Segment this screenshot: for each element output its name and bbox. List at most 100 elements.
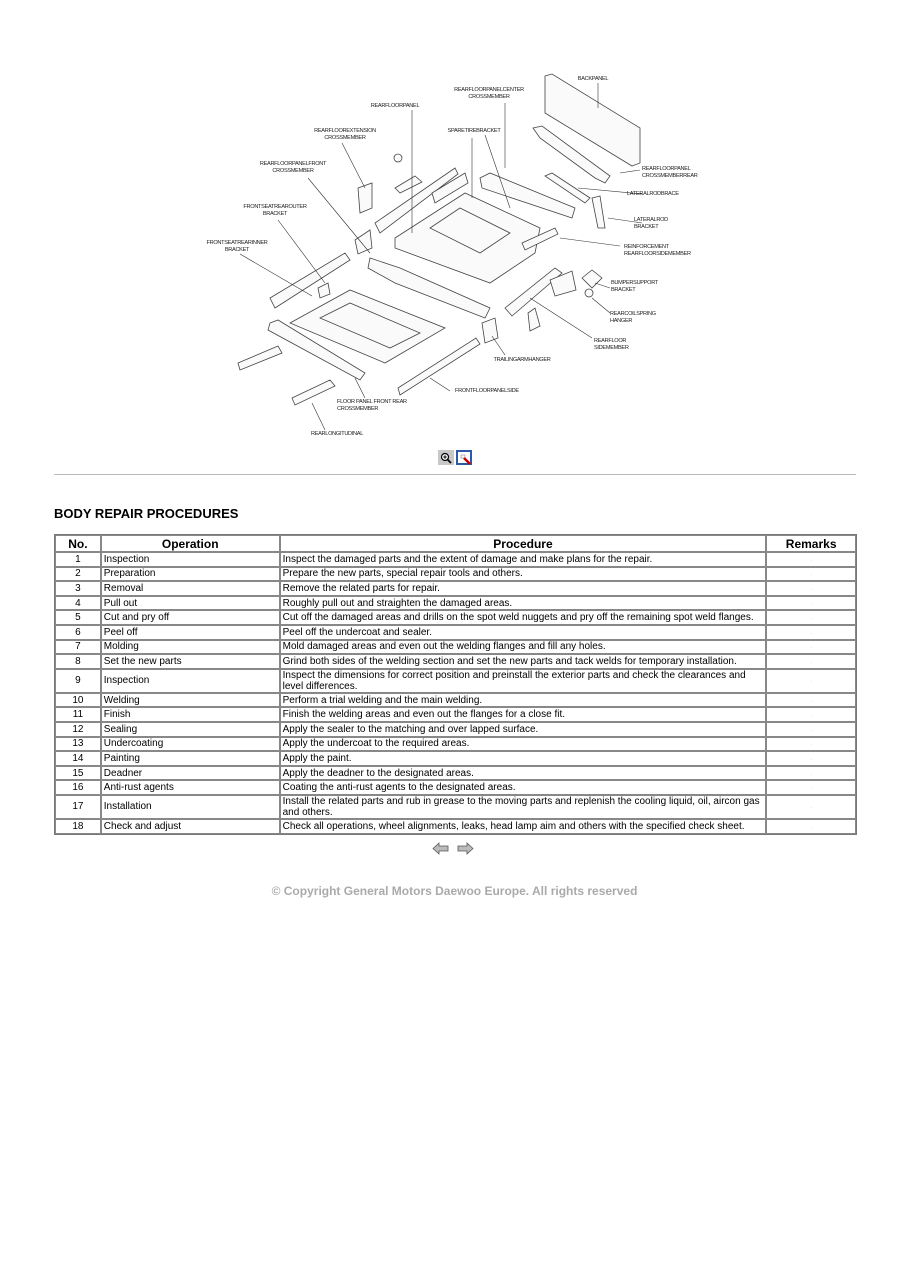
row-procedure: Apply the deadner to the designated area… bbox=[279, 765, 767, 781]
row-procedure: Mold damaged areas and even out the weld… bbox=[279, 639, 767, 655]
row-procedure: Finish the welding areas and even out th… bbox=[279, 707, 767, 722]
row-remarks: . bbox=[766, 566, 856, 582]
header-no: No. bbox=[55, 535, 101, 552]
row-procedure: Install the related parts and rub in gre… bbox=[279, 794, 767, 819]
row-operation: Preparation bbox=[100, 566, 280, 582]
row-operation: Cut and pry off bbox=[100, 610, 280, 625]
table-header-row: No. Operation Procedure Remarks bbox=[55, 535, 856, 552]
row-number: 18 bbox=[55, 818, 101, 834]
row-number: 2 bbox=[55, 566, 101, 582]
row-procedure: Cut off the damaged areas and drills on … bbox=[279, 610, 767, 625]
row-operation: Peel off bbox=[100, 624, 280, 640]
arrow-right-icon[interactable] bbox=[457, 842, 474, 860]
row-number: 16 bbox=[55, 780, 101, 795]
row-operation: Removal bbox=[100, 581, 280, 596]
row-number: 7 bbox=[55, 639, 101, 655]
diagram-label: REARFLOORPANEL bbox=[370, 103, 420, 109]
row-remarks: . bbox=[766, 818, 856, 834]
row-procedure: Coating the anti-rust agents to the desi… bbox=[279, 780, 767, 795]
row-number: 8 bbox=[55, 654, 101, 669]
row-remarks: . bbox=[766, 692, 856, 708]
diagram-label: FRONTFLOORPANELSIDE bbox=[455, 388, 519, 394]
row-procedure: Roughly pull out and straighten the dama… bbox=[279, 595, 767, 611]
diagram-label: LATERALRODBRACE bbox=[627, 191, 679, 197]
row-operation: Molding bbox=[100, 639, 280, 655]
row-remarks: . bbox=[766, 780, 856, 795]
diagram-label: TRAILINGARMHANGER bbox=[493, 357, 551, 363]
row-operation: Welding bbox=[100, 692, 280, 708]
row-number: 14 bbox=[55, 751, 101, 766]
row-number: 5 bbox=[55, 610, 101, 625]
header-procedure: Procedure bbox=[279, 535, 767, 552]
row-operation: Inspection bbox=[100, 552, 280, 567]
row-operation: Finish bbox=[100, 707, 280, 722]
row-remarks: . bbox=[766, 751, 856, 766]
row-remarks: . bbox=[766, 707, 856, 722]
row-operation: Sealing bbox=[100, 721, 280, 737]
page-navigation bbox=[432, 842, 474, 860]
row-procedure: Remove the related parts for repair. bbox=[279, 581, 767, 596]
row-remarks: . bbox=[766, 581, 856, 596]
row-number: 12 bbox=[55, 721, 101, 737]
view-image-icon[interactable] bbox=[456, 450, 472, 465]
row-operation: Check and adjust bbox=[100, 818, 280, 834]
row-remarks: . bbox=[766, 595, 856, 611]
row-operation: Inspection bbox=[100, 668, 280, 693]
section-title: BODY REPAIR PROCEDURES bbox=[54, 506, 239, 521]
arrow-left-icon[interactable] bbox=[432, 842, 449, 860]
row-number: 17 bbox=[55, 794, 101, 819]
row-remarks: . bbox=[766, 610, 856, 625]
zoom-in-icon[interactable] bbox=[438, 450, 454, 465]
diagram-tools bbox=[438, 450, 472, 465]
row-number: 1 bbox=[55, 552, 101, 567]
row-remarks: . bbox=[766, 721, 856, 737]
row-remarks: . bbox=[766, 765, 856, 781]
diagram-label: SPARETIREBRACKET bbox=[447, 128, 501, 134]
row-number: 6 bbox=[55, 624, 101, 640]
row-number: 10 bbox=[55, 692, 101, 708]
row-procedure: Inspect the damaged parts and the extent… bbox=[279, 552, 767, 567]
row-number: 4 bbox=[55, 595, 101, 611]
row-remarks: . bbox=[766, 552, 856, 567]
row-procedure: Apply the sealer to the matching and ove… bbox=[279, 721, 767, 737]
diagram-drawing bbox=[237, 73, 643, 431]
row-procedure: Apply the paint. bbox=[279, 751, 767, 766]
row-remarks: . bbox=[766, 736, 856, 752]
row-number: 9 bbox=[55, 668, 101, 693]
row-remarks: . bbox=[766, 794, 856, 819]
diagram-label: BACKPANEL bbox=[577, 76, 609, 82]
row-operation: Anti-rust agents bbox=[100, 780, 280, 795]
diagram-label: REARLONGITUDINAL bbox=[310, 431, 364, 437]
header-operation: Operation bbox=[100, 535, 280, 552]
row-number: 15 bbox=[55, 765, 101, 781]
row-number: 13 bbox=[55, 736, 101, 752]
row-procedure: Grind both sides of the welding section … bbox=[279, 654, 767, 669]
divider bbox=[54, 474, 856, 475]
row-number: 11 bbox=[55, 707, 101, 722]
